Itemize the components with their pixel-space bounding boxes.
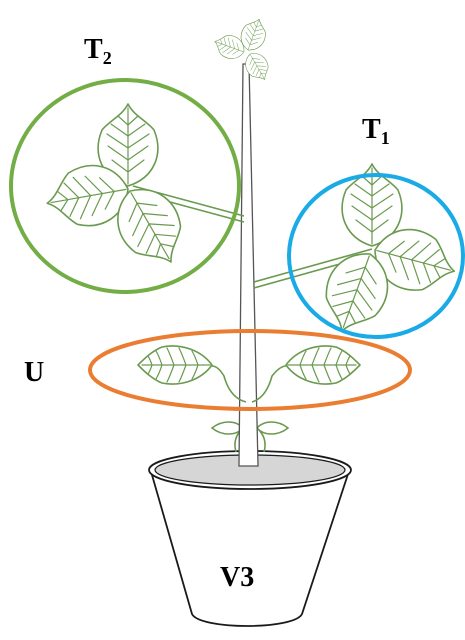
- unifoliate-leaf-left: [138, 346, 212, 384]
- label-u: U: [24, 357, 44, 388]
- cotyledon-left: [212, 422, 243, 434]
- label-t1: T1: [362, 114, 390, 148]
- pot: [149, 451, 351, 626]
- unifoliate-leaf-right: [286, 346, 360, 384]
- stem: [239, 64, 258, 466]
- cotyledon-right: [257, 422, 288, 434]
- label-v3: V3: [220, 562, 254, 593]
- label-t2: T2: [84, 34, 112, 68]
- pot-body: [150, 468, 350, 626]
